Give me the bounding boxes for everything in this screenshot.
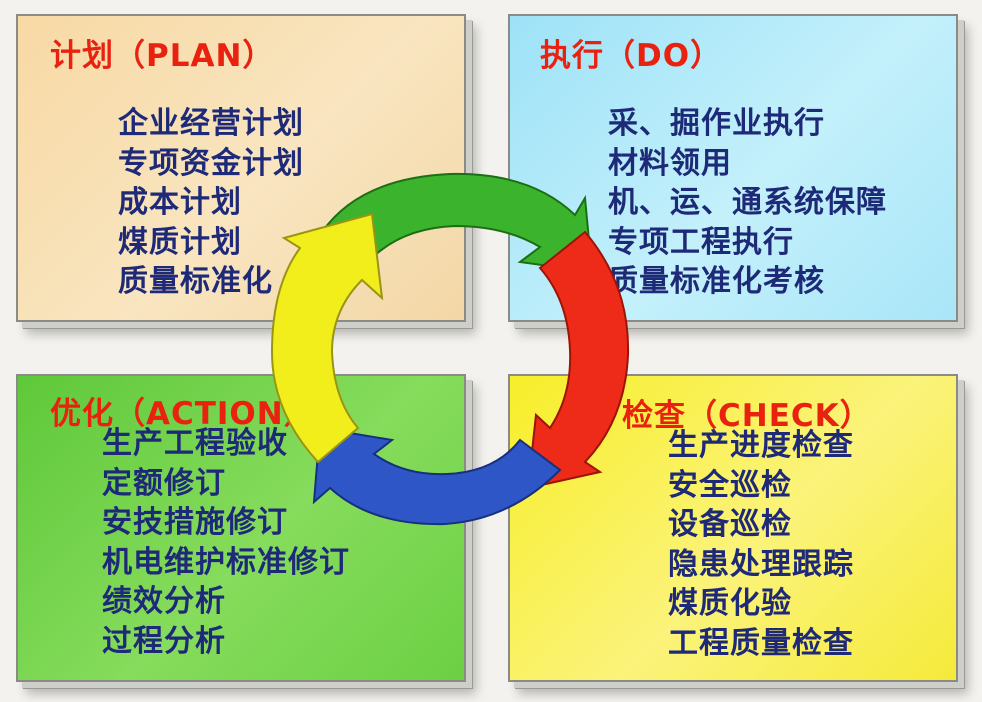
do-item: 专项工程执行 <box>608 224 794 260</box>
action-item: 绩效分析 <box>102 584 226 619</box>
do-title: 执行（DO） <box>540 38 723 74</box>
action-panel: 优化（ACTION） 生产工程验收 定额修订 安技措施修订 机电维护标准修订 绩… <box>16 374 466 682</box>
do-item: 材料领用 <box>608 145 732 181</box>
yellow-cycle-arrow <box>270 212 384 464</box>
plan-item-list: 企业经营计划 专项资金计划 成本计划 煤质计划 质量标准化 <box>118 104 304 302</box>
action-item: 机电维护标准修订 <box>102 544 350 580</box>
check-item: 隐患处理跟踪 <box>668 546 854 582</box>
plan-title: 计划（PLAN） <box>50 38 275 74</box>
check-title: 检查（CHECK） <box>622 398 872 434</box>
action-item: 生产工程验收 <box>102 426 288 461</box>
blue-cycle-arrow <box>312 426 562 526</box>
plan-item: 煤质计划 <box>118 224 242 260</box>
do-item: 机、运、通系统保障 <box>608 185 887 220</box>
check-item-list: 生产进度检查 安全巡检 设备巡检 隐患处理跟踪 煤质化验 工程质量检查 <box>668 426 854 663</box>
action-item: 安技措施修订 <box>102 505 288 540</box>
plan-item: 企业经营计划 <box>118 106 304 141</box>
action-item-list: 生产工程验收 定额修订 安技措施修订 机电维护标准修订 绩效分析 过程分析 <box>102 424 350 661</box>
do-item-list: 采、掘作业执行 材料领用 机、运、通系统保障 专项工程执行 质量标准化考核 <box>608 104 887 302</box>
plan-item: 质量标准化 <box>118 264 273 299</box>
plan-item: 成本计划 <box>118 185 242 220</box>
action-title: 优化（ACTION） <box>50 396 316 432</box>
check-item: 生产进度检查 <box>668 428 854 463</box>
check-item: 安全巡检 <box>668 467 792 503</box>
check-item: 设备巡检 <box>668 507 792 542</box>
green-cycle-arrow <box>320 172 594 274</box>
action-item: 定额修订 <box>102 465 226 501</box>
do-item: 质量标准化考核 <box>608 264 825 299</box>
check-item: 煤质化验 <box>668 586 792 621</box>
do-item: 采、掘作业执行 <box>608 106 825 141</box>
plan-item: 专项资金计划 <box>118 145 304 181</box>
plan-panel: 计划（PLAN） 企业经营计划 专项资金计划 成本计划 煤质计划 质量标准化 <box>16 14 466 322</box>
action-item: 过程分析 <box>102 623 226 659</box>
check-item: 工程质量检查 <box>668 625 854 661</box>
red-cycle-arrow <box>526 230 630 490</box>
